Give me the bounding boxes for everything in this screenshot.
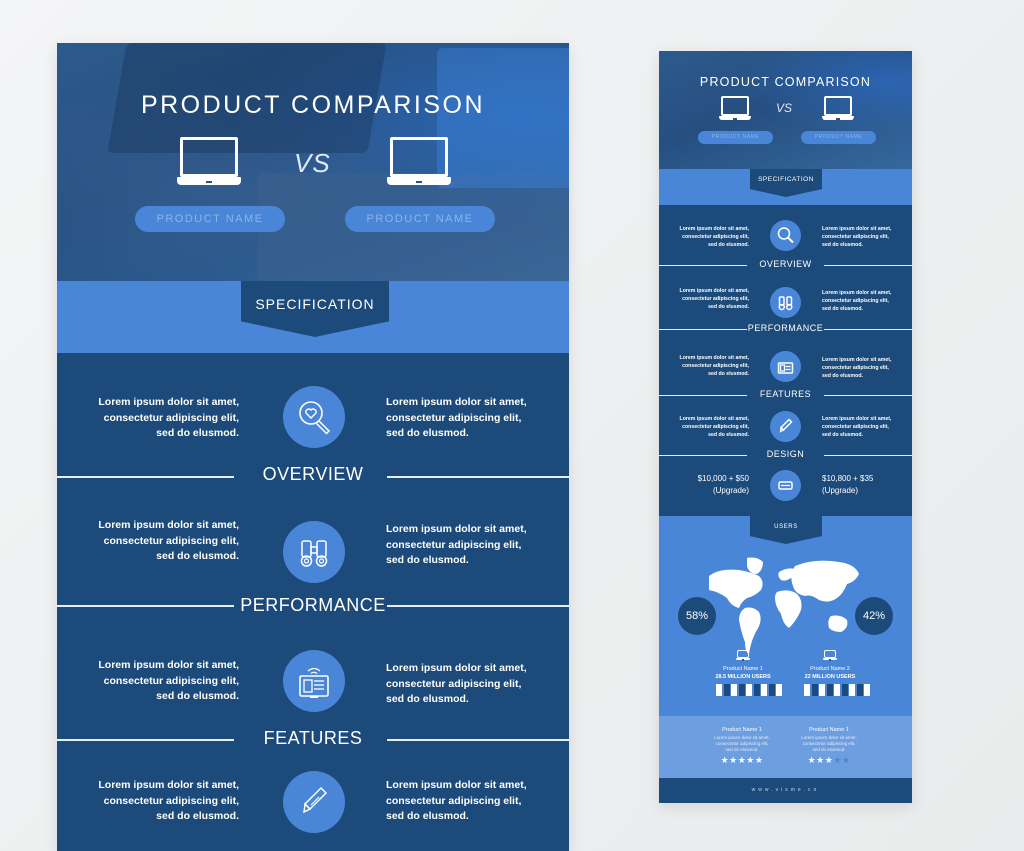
binoculars-icon [283, 521, 345, 583]
left-description: Lorem ipsum dolor sit amet,consectetur a… [98, 519, 239, 562]
divider [57, 739, 234, 741]
divider [659, 329, 747, 330]
hero-banner [659, 51, 912, 169]
section-label-overview: OVERVIEW [262, 464, 364, 484]
divider [57, 476, 234, 478]
people-icons-product1 [716, 684, 782, 696]
left-description: Lorem ipsum dolor sit amet,consectetur a… [679, 226, 749, 248]
star-rating: ★★★★★ [807, 755, 851, 765]
divider [387, 476, 569, 478]
divider [824, 265, 912, 266]
right-description: Lorem ipsum dolor sit amet,consectetur a… [822, 226, 892, 248]
binoculars-icon [770, 287, 801, 318]
left-description: Lorem ipsum dolor sit amet,consectetur a… [98, 779, 239, 822]
review-product-1: Product Name 1 Lorem ipsum dolor sit ame… [707, 726, 777, 766]
pen-icon [283, 771, 345, 833]
right-description: Lorem ipsum dolor sit amet,consectetur a… [822, 290, 892, 312]
product-name-right[interactable]: PRODUCT NAME [801, 131, 876, 144]
review-product-2: Product Name 1 Lorem ipsum dolor sit ame… [794, 726, 864, 766]
left-description: Lorem ipsum dolor sit amet,consectetur a… [98, 396, 239, 439]
search-heart-icon [283, 386, 345, 448]
vs-label: VS [776, 101, 793, 115]
divider [824, 329, 912, 330]
world-map-icon [709, 557, 859, 654]
divider [659, 455, 747, 456]
page-title: PRODUCT COMPARISON [699, 75, 872, 89]
tablet-wifi-icon [283, 650, 345, 712]
left-description: Lorem ipsum dolor sit amet,consectetur a… [679, 288, 749, 310]
percent-right-badge: 42% [855, 597, 893, 635]
divider [659, 265, 747, 266]
people-icons-product2 [804, 684, 870, 696]
laptop-icon [823, 650, 837, 662]
product-name-left[interactable]: PRODUCT NAME [698, 131, 773, 144]
section-label-performance: PERFORMANCE [747, 323, 824, 333]
left-price: $10,000 + $50(Upgrade) [697, 474, 749, 495]
left-description: Lorem ipsum dolor sit amet,consectetur a… [679, 355, 749, 377]
divider [659, 395, 747, 396]
small-infographic-preview: PRODUCT COMPARISON VS PRODUCT NAME PRODU… [659, 51, 912, 803]
right-description: Lorem ipsum dolor sit amet,consectetur a… [386, 523, 527, 566]
right-description: Lorem ipsum dolor sit amet,consectetur a… [386, 662, 527, 705]
laptop-icon [736, 650, 750, 662]
star-rating: ★★★★★ [720, 755, 764, 765]
right-description: Lorem ipsum dolor sit amet,consectetur a… [386, 396, 527, 439]
section-label-design: DESIGN [766, 449, 805, 459]
reviews-section [659, 716, 912, 778]
search-heart-icon [770, 220, 801, 251]
laptop-icon [177, 137, 241, 191]
large-infographic-preview: PRODUCT COMPARISON VS PRODUCT NAME PRODU… [57, 43, 569, 851]
product-name-right[interactable]: PRODUCT NAME [345, 206, 495, 232]
left-description: Lorem ipsum dolor sit amet,consectetur a… [679, 416, 749, 438]
divider [824, 395, 912, 396]
right-description: Lorem ipsum dolor sit amet,consectetur a… [822, 357, 892, 379]
right-description: Lorem ipsum dolor sit amet,consectetur a… [386, 779, 527, 822]
vs-label: VS [294, 148, 331, 178]
tape-measure-icon [770, 470, 801, 501]
section-label-features: FEATURES [263, 728, 363, 748]
right-price: $10,800 + $35(Upgrade) [822, 474, 874, 495]
footer-url[interactable]: www.visme.co [659, 778, 912, 803]
section-label-performance: PERFORMANCE [240, 595, 386, 615]
divider [57, 605, 234, 607]
pen-icon [770, 411, 801, 442]
right-description: Lorem ipsum dolor sit amet,consectetur a… [822, 416, 892, 438]
laptop-icon [822, 96, 854, 123]
left-description: Lorem ipsum dolor sit amet,consectetur a… [98, 659, 239, 702]
divider [387, 605, 569, 607]
divider [824, 455, 912, 456]
section-label-features: FEATURES [759, 389, 812, 399]
percent-left-badge: 58% [678, 597, 716, 635]
product-name-left[interactable]: PRODUCT NAME [135, 206, 285, 232]
laptop-icon [387, 137, 451, 191]
divider [387, 739, 569, 741]
section-label-overview: OVERVIEW [759, 259, 812, 269]
page-title: PRODUCT COMPARISON [140, 91, 486, 119]
laptop-icon [719, 96, 751, 123]
tablet-wifi-icon [770, 351, 801, 382]
